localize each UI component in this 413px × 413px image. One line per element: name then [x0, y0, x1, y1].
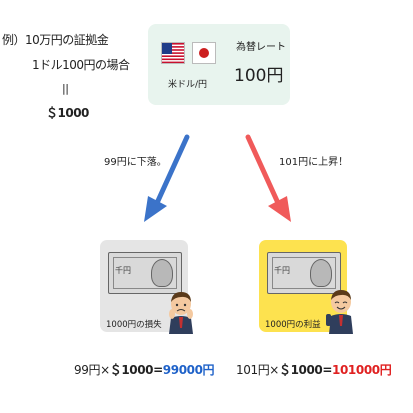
intro-line-1: 例）10万円の証拠金: [2, 33, 109, 47]
down-arrow-icon: [144, 134, 190, 222]
japan-flag-icon: [192, 42, 216, 64]
profit-formula: 101円×＄1000=101000円: [236, 361, 392, 378]
loss-formula-equals: =: [153, 363, 163, 377]
yen-bill-icon: 千円: [267, 252, 341, 294]
loss-label: 1000円の損失: [106, 320, 162, 330]
intro-amount: ＄1000: [46, 106, 89, 120]
loss-formula: 99円×＄1000=99000円: [74, 361, 215, 378]
intro-line-2: 1ドル100円の場合: [32, 58, 130, 72]
profit-formula-result: 101000円: [332, 363, 392, 377]
currency-pair-label: 米ドル/円: [168, 80, 208, 90]
us-flag-icon: [161, 42, 185, 64]
profit-label: 1000円の利益: [265, 320, 321, 330]
profit-formula-equals: =: [322, 363, 333, 377]
profit-card: 千円 1000円の利益: [259, 240, 347, 332]
down-caption: 99円に下落。: [104, 157, 167, 168]
up-arrow-icon: [245, 134, 291, 222]
rate-value: 100円: [234, 66, 284, 86]
happy-man-icon: [326, 290, 353, 334]
yen-bill-icon: 千円: [108, 252, 182, 294]
profit-formula-amount: ＄1000: [278, 363, 323, 377]
bill-denomination: 千円: [274, 266, 290, 275]
profit-formula-rate: 101円×: [236, 363, 279, 377]
up-caption: 101円に上昇！: [279, 157, 349, 168]
exchange-rate-panel: 米ドル/円 為替レート 100円: [148, 24, 290, 105]
bill-denomination: 千円: [115, 266, 131, 275]
worried-man-icon: [169, 292, 193, 334]
intro-equals: ||: [62, 82, 69, 95]
loss-formula-rate: 99円×: [74, 363, 110, 377]
loss-formula-amount: ＄1000: [109, 363, 154, 377]
rate-title: 為替レート: [236, 42, 286, 53]
loss-formula-result: 99000円: [162, 363, 215, 377]
